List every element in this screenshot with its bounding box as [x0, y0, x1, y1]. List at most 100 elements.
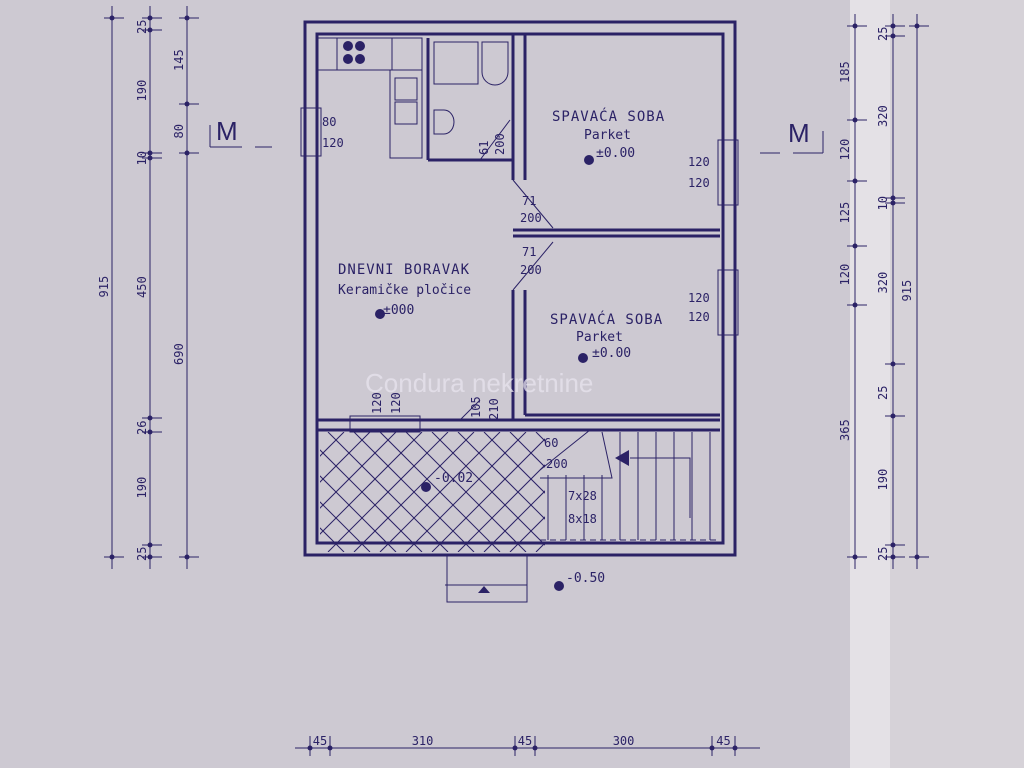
dimension-dot: [914, 23, 920, 29]
dimension-dot: [184, 554, 190, 560]
dimension-dot: [890, 542, 896, 548]
opening-height: 200: [493, 133, 507, 155]
tile-line: [146, 432, 266, 552]
level-icon: [578, 353, 588, 363]
dimension-label: 25: [876, 386, 890, 400]
dimension-label: 45: [313, 734, 327, 748]
dimension-dot: [852, 554, 858, 560]
opening-height: 120: [688, 176, 710, 190]
stove-burner: [343, 41, 353, 51]
opening-width: 61: [477, 141, 491, 155]
dimension-label: 190: [135, 477, 149, 499]
dimension-label: 25: [876, 547, 890, 561]
opening-labels: 80 120 61 200 71 200 71 200 120 120 120 …: [322, 115, 710, 526]
dimension-label: 185: [838, 61, 852, 83]
dimension-label: 915: [900, 280, 914, 302]
level-mark: ±0.00: [592, 346, 631, 361]
paper-fold: [850, 0, 890, 768]
opening-height: 210: [487, 398, 501, 420]
dimension-label: 25: [135, 20, 149, 34]
dimension-label: 25: [135, 547, 149, 561]
dimension-label: 190: [876, 469, 890, 491]
section-marker-right: M: [788, 118, 810, 148]
tile-line: [483, 490, 545, 552]
dimension-dot: [512, 745, 518, 751]
tile-line: [327, 432, 449, 552]
dimension-dot: [147, 415, 153, 421]
opening-width: 120: [370, 392, 384, 414]
stairs: [540, 431, 720, 541]
tile-line: [320, 432, 371, 483]
opening-width: 120: [688, 291, 710, 305]
dimension-label: 45: [716, 734, 730, 748]
dimension-dot: [709, 745, 715, 751]
dimension-label: 80: [172, 124, 186, 138]
dimension-dot: [147, 429, 153, 435]
dimension-label: 310: [412, 734, 434, 748]
opening-width: 120: [688, 155, 710, 169]
tile-line: [509, 516, 545, 552]
room-floor: Parket: [584, 128, 631, 143]
dimension-label: 120: [838, 264, 852, 286]
dimension-dot: [852, 117, 858, 123]
tile-line: [198, 432, 318, 552]
dimension-dot: [852, 23, 858, 29]
dimension-label: 300: [613, 734, 635, 748]
dimension-dot: [890, 200, 896, 206]
bathroom: [433, 41, 509, 135]
dimension-dot: [307, 745, 313, 751]
room-floor: Parket: [576, 330, 623, 345]
dimension-label: 10: [876, 196, 890, 210]
dimension-dot: [890, 361, 896, 367]
tile-line: [640, 432, 760, 552]
dimension-dot: [184, 15, 190, 21]
opening-height: 200: [520, 263, 542, 277]
opening-height: 120: [688, 310, 710, 324]
dimension-label: 915: [97, 276, 111, 298]
tile-line: [405, 432, 527, 552]
tile-line: [379, 432, 501, 552]
dimension-label: 190: [135, 80, 149, 102]
level-mark: -0.50: [566, 571, 605, 586]
dimension-dot: [109, 554, 115, 560]
dimension-label: 10: [135, 151, 149, 165]
tile-line: [198, 432, 318, 552]
tile-line: [353, 432, 475, 552]
dimension-dot: [852, 302, 858, 308]
dimension-dot: [852, 178, 858, 184]
dimension-label: 45: [518, 734, 532, 748]
dimension-lines: 9152519010450261902514580690185120125120…: [97, 6, 929, 756]
dimension-dot: [732, 745, 738, 751]
windows: [300, 107, 739, 433]
tile-line: [146, 432, 266, 552]
stair-path: [630, 457, 691, 518]
tile-line: [457, 464, 545, 552]
dimension-label: 26: [135, 421, 149, 435]
dimension-dot: [532, 745, 538, 751]
kitchen: [316, 37, 423, 159]
tile-line: [509, 432, 545, 468]
dimension-label: 320: [876, 272, 890, 294]
opening-width: 105: [469, 396, 483, 418]
stove-burner: [355, 41, 365, 51]
level-icon: [584, 155, 594, 165]
level-mark: -0.02: [434, 471, 473, 486]
level-mark: ±0.00: [596, 146, 635, 161]
tile-line: [320, 432, 345, 457]
dimension-dot: [147, 554, 153, 560]
tile-line: [666, 432, 786, 552]
stair-arrow: [615, 450, 629, 466]
opening-width: 71: [522, 245, 536, 259]
room-floor: Keramičke pločice: [338, 283, 471, 298]
paper-right: [890, 0, 1024, 768]
level-icon: [554, 581, 564, 591]
level-icon: [421, 482, 431, 492]
stair-landing: [540, 431, 613, 479]
dimension-label: 125: [838, 202, 852, 224]
dimension-dot: [890, 413, 896, 419]
dimension-dot: [890, 33, 896, 39]
opening-height: 120: [389, 392, 403, 414]
opening-width: 71: [522, 194, 536, 208]
tile-line: [320, 432, 397, 509]
